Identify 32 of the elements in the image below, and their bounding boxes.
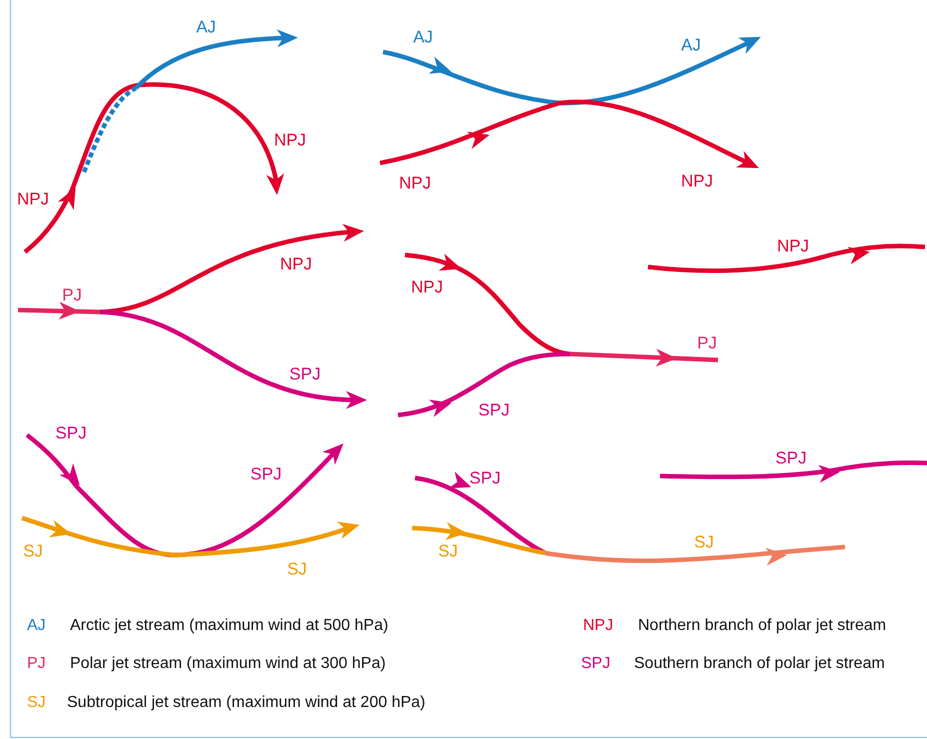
stream-label: NPJ [680, 172, 714, 190]
legend-text: Polar jet stream (maximum wind at 300 hPa) [70, 656, 386, 672]
stream-label: PJ [697, 334, 717, 352]
stream-label: SPJ [775, 450, 807, 466]
stream-label: AJ [413, 28, 433, 46]
stream-label: NPJ [398, 174, 432, 192]
stream-label: SPJ [289, 366, 321, 382]
legend-abbreviation: SJ [27, 695, 46, 711]
stream-label: SPJ [55, 424, 87, 442]
stream-label: SPJ [478, 402, 510, 418]
stream-label: AJ [681, 36, 701, 54]
stream-label: AJ [196, 18, 216, 36]
stream-label: SJ [287, 560, 307, 578]
legend-text: Northern branch of polar jet stream [638, 618, 886, 634]
stream-label: PJ [62, 286, 82, 304]
stream-label: NPJ [274, 132, 306, 148]
stream-label: NPJ [776, 238, 810, 254]
legend-abbreviation: SPJ [581, 656, 610, 672]
legend-abbreviation: PJ [27, 656, 46, 672]
stream-label: NPJ [280, 256, 312, 272]
legend-abbreviation: NPJ [583, 618, 614, 634]
legend-text: Subtropical jet stream (maximum wind at 200 hPa) [67, 695, 426, 711]
stream-label: SJ [23, 542, 43, 560]
stream-label: NPJ [16, 190, 50, 208]
legend-text: Arctic jet stream (maximum wind at 500 hPa) [70, 618, 388, 634]
legend-abbreviation: AJ [27, 618, 46, 634]
stream-label: SPJ [250, 466, 282, 482]
legend-text: Southern branch of polar jet stream [634, 656, 885, 672]
stream-label: NPJ [410, 278, 444, 296]
stream-label: SJ [694, 534, 714, 550]
stream-label: SJ [438, 542, 458, 560]
stream-label: SPJ [469, 470, 501, 486]
